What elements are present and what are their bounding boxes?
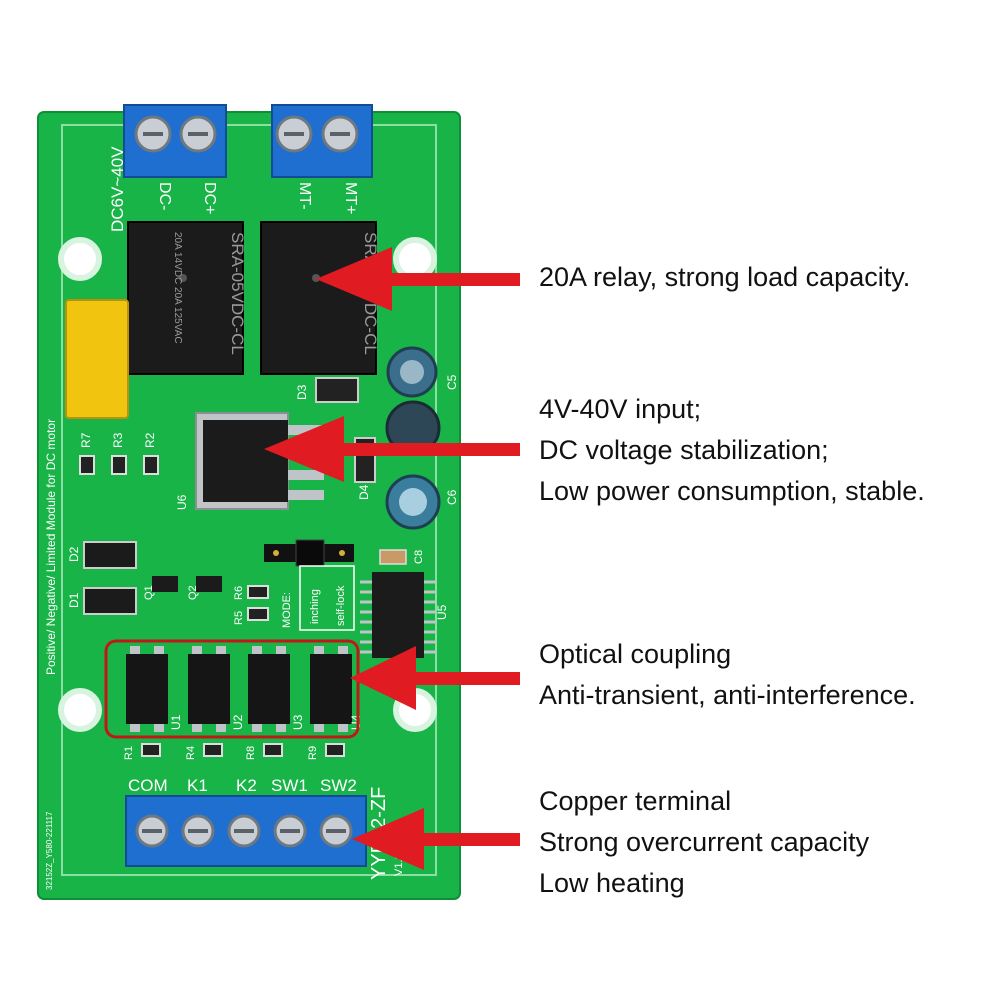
callout-relay-line-1: 20A relay, strong load capacity. <box>539 262 911 292</box>
mode-option-inching: inching <box>309 589 321 624</box>
svg-text:20A 14VDC 20A 125VAC: 20A 14VDC 20A 125VAC <box>172 232 183 344</box>
label-r8: R8 <box>245 746 257 760</box>
mt-plus-label: MT+ <box>342 182 359 214</box>
arrow-voltage <box>264 416 520 482</box>
chip-u5 <box>360 572 436 658</box>
dc-minus-label: DC- <box>156 182 173 210</box>
label-u2: U2 <box>231 714 245 730</box>
transistor-q1 <box>152 576 178 592</box>
callout-relay: 20A relay, strong load capacity. <box>539 257 910 298</box>
arrow-relay <box>316 247 520 311</box>
terminal-label-sw1: SW1 <box>271 776 308 795</box>
label-r2: R2 <box>143 432 157 448</box>
serial-label: 32152Z_Y580-221117 <box>45 811 54 890</box>
label-r5: R5 <box>233 611 245 625</box>
terminal-block-bottom <box>125 795 367 867</box>
label-r9: R9 <box>307 746 319 760</box>
transistor-q2 <box>196 576 222 592</box>
mode-option-box <box>299 565 355 631</box>
label-u5: U5 <box>435 604 449 620</box>
mode-jumper <box>264 539 354 567</box>
power-input-label: DC6V~40V <box>108 146 127 232</box>
label-q2: Q2 <box>187 585 199 600</box>
label-u1: U1 <box>169 714 183 730</box>
label-u4: U4 <box>349 714 363 730</box>
callout-voltage: 4V-40V input; DC voltage stabilization; … <box>539 389 925 512</box>
diode-d2 <box>83 541 137 569</box>
mode-option-self-lock: self-lock <box>335 585 347 626</box>
terminal-label-k2: K2 <box>236 776 257 795</box>
terminal-block-dc <box>123 104 227 178</box>
callout-terminal-line-3: Low heating <box>539 868 685 898</box>
callout-terminal: Copper terminal Strong overcurrent capac… <box>539 781 869 904</box>
terminal-block-mt <box>271 104 373 178</box>
label-c5: C5 <box>445 374 459 390</box>
callout-terminal-line-2: Strong overcurrent capacity <box>539 827 870 857</box>
resistors-bottom <box>141 743 345 757</box>
callout-voltage-line-3: Low power consumption, stable. <box>539 476 925 506</box>
label-d1: D1 <box>67 592 81 608</box>
capacitor-c5 <box>386 346 438 398</box>
label-q1: Q1 <box>143 585 155 600</box>
label-r1: R1 <box>123 746 135 760</box>
callout-terminal-line-1: Copper terminal <box>539 786 732 816</box>
diode-d1 <box>83 587 137 615</box>
resistor-r6 <box>247 585 269 599</box>
label-c8: C8 <box>413 550 425 564</box>
optocoupler-highlight-box <box>104 639 360 739</box>
arrow-terminal <box>352 808 520 870</box>
callout-voltage-line-1: 4V-40V input; <box>539 394 702 424</box>
capacitor-c8 <box>379 549 407 565</box>
arrow-optical <box>350 646 520 710</box>
diode-d3 <box>315 377 359 403</box>
label-c6: C6 <box>445 489 459 505</box>
callout-optical-line-1: Optical coupling <box>539 639 732 669</box>
label-u6: U6 <box>175 494 189 510</box>
terminal-label-k1: K1 <box>187 776 208 795</box>
label-d2: D2 <box>67 546 81 562</box>
label-r4: R4 <box>185 746 197 760</box>
mt-minus-label: MT- <box>296 182 313 210</box>
label-d3: D3 <box>295 384 309 400</box>
dc-plus-label: DC+ <box>201 182 218 214</box>
label-r3: R3 <box>111 432 125 448</box>
capacitor-c6 <box>385 474 441 530</box>
optocouplers <box>126 646 352 732</box>
label-u3: U3 <box>291 714 305 730</box>
label-d4: D4 <box>357 484 371 500</box>
module-description-label: Positive/ Negative/ Limited Module for D… <box>44 419 58 675</box>
mode-label: MODE: <box>281 592 293 628</box>
resistor-r5 <box>247 607 269 621</box>
label-r6: R6 <box>233 586 245 600</box>
relay-1: SRA-05VDC-CL 20A 14VDC 20A 125VAC <box>127 221 247 375</box>
terminal-label-sw2: SW2 <box>320 776 357 795</box>
yellow-capacitor <box>65 299 129 419</box>
callout-optical: Optical coupling Anti-transient, anti-in… <box>539 634 916 716</box>
callout-optical-line-2: Anti-transient, anti-interference. <box>539 680 916 710</box>
terminal-label-com: COM <box>128 776 168 795</box>
callout-voltage-line-2: DC voltage stabilization; <box>539 435 829 465</box>
label-r7: R7 <box>79 432 93 448</box>
svg-text:SRA-05VDC-CL: SRA-05VDC-CL <box>228 232 247 355</box>
resistors-top <box>79 455 159 475</box>
